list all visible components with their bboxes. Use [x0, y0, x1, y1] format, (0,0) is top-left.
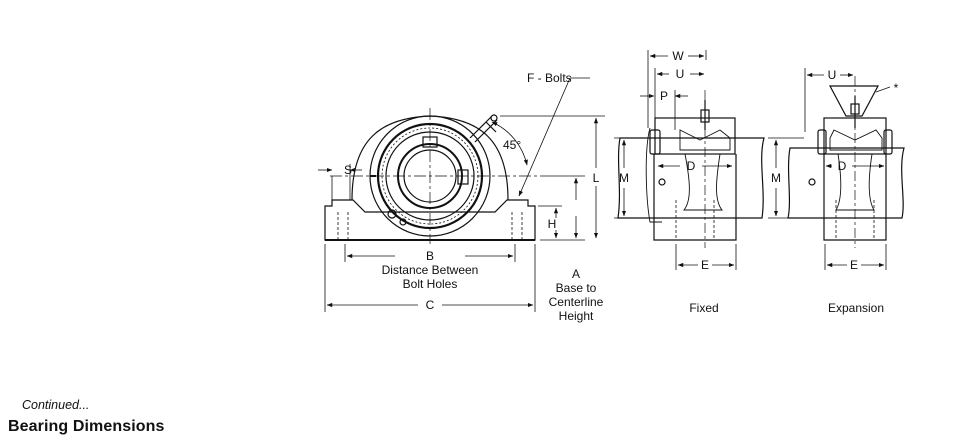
fixed-dimensions: [614, 50, 737, 270]
section-title: Bearing Dimensions: [8, 418, 165, 435]
expansion-caption: Expansion: [828, 301, 884, 315]
expansion-side-view: [787, 76, 905, 248]
label-asterisk: *: [894, 81, 899, 95]
label-e: E: [701, 258, 709, 272]
label-s: S: [344, 163, 352, 177]
label-u: U: [676, 67, 685, 81]
label-c: C: [426, 298, 435, 312]
label-angle: 45°: [503, 138, 521, 152]
label-a-caption-3: Height: [559, 309, 594, 323]
fixed-caption: Fixed: [689, 301, 718, 315]
front-dimensions: [318, 77, 605, 312]
label-b: B: [426, 249, 434, 263]
label-m: M: [619, 171, 629, 185]
label-a: A: [572, 267, 580, 281]
grease-fitting: [469, 114, 498, 143]
label-a-caption-1: Base to: [556, 281, 597, 295]
label-m: M: [771, 171, 781, 185]
label-b-caption-2: Bolt Holes: [403, 277, 458, 291]
label-l: L: [593, 171, 600, 185]
fixed-side-view: [617, 90, 765, 248]
label-p: P: [660, 89, 668, 103]
label-d: D: [687, 159, 696, 173]
front-view: [324, 108, 540, 244]
label-d: D: [838, 159, 847, 173]
label-b-caption-1: Distance Between: [382, 263, 479, 277]
shaft: [617, 137, 765, 219]
expansion-dimensions: [768, 68, 891, 270]
label-f-bolts: F - Bolts: [527, 71, 572, 85]
continued-note: Continued...: [22, 398, 90, 412]
label-h: H: [548, 217, 557, 231]
label-u: U: [828, 68, 837, 82]
label-a-caption-2: Centerline: [549, 295, 604, 309]
label-w: W: [672, 49, 684, 63]
shaft: [787, 147, 905, 219]
label-e: E: [850, 258, 858, 272]
